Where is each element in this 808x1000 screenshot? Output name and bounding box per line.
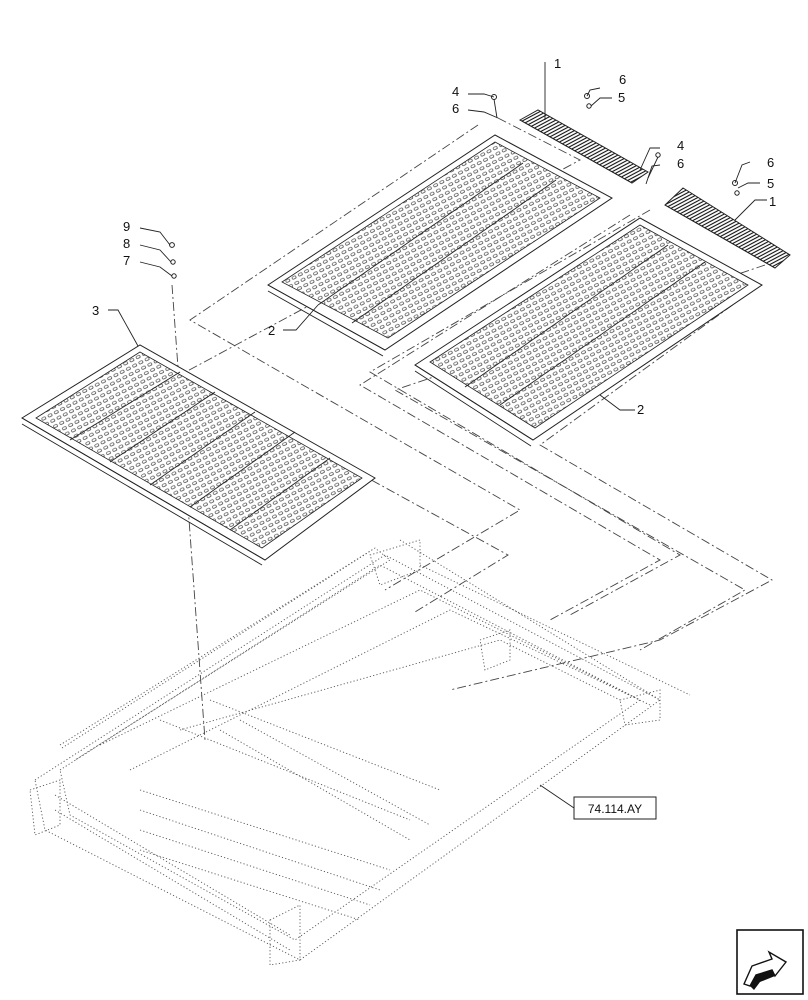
callout-6-lower-right: 6 xyxy=(767,155,774,170)
callout-labels: 1 1 2 2 3 4 4 5 5 6 6 6 6 9 8 7 xyxy=(92,56,776,417)
callout-3: 3 xyxy=(92,303,99,318)
callout-2-right: 2 xyxy=(637,402,644,417)
reference-label[interactable]: 74.114.AY xyxy=(573,796,657,820)
callout-5-lower: 5 xyxy=(767,176,774,191)
callout-4-upper: 4 xyxy=(452,84,459,99)
sieve-front xyxy=(21,344,376,566)
sieve-upper-right xyxy=(414,217,763,447)
leader-lines xyxy=(108,62,767,809)
callout-7: 7 xyxy=(123,253,130,268)
sieve-front-ribs xyxy=(69,371,331,531)
callout-5-upper: 5 xyxy=(618,90,625,105)
callout-8: 8 xyxy=(123,236,130,251)
callout-6-middle: 6 xyxy=(677,156,684,171)
reference-label-text: 74.114.AY xyxy=(588,802,642,816)
callout-1-upper: 1 xyxy=(554,56,561,71)
arrow-next-page-icon[interactable] xyxy=(736,929,804,995)
callout-2-left: 2 xyxy=(268,323,275,338)
callout-6-upper-left: 6 xyxy=(452,101,459,116)
callout-1-lower: 1 xyxy=(769,194,776,209)
callout-6-upper-right: 6 xyxy=(619,72,626,87)
finned-strip-upper xyxy=(518,109,649,184)
sieve-upper-left xyxy=(267,134,613,357)
callout-9: 9 xyxy=(123,219,130,234)
finned-strip-lower xyxy=(664,187,791,269)
frame-assembly xyxy=(29,539,691,966)
callout-4-lower: 4 xyxy=(677,138,684,153)
